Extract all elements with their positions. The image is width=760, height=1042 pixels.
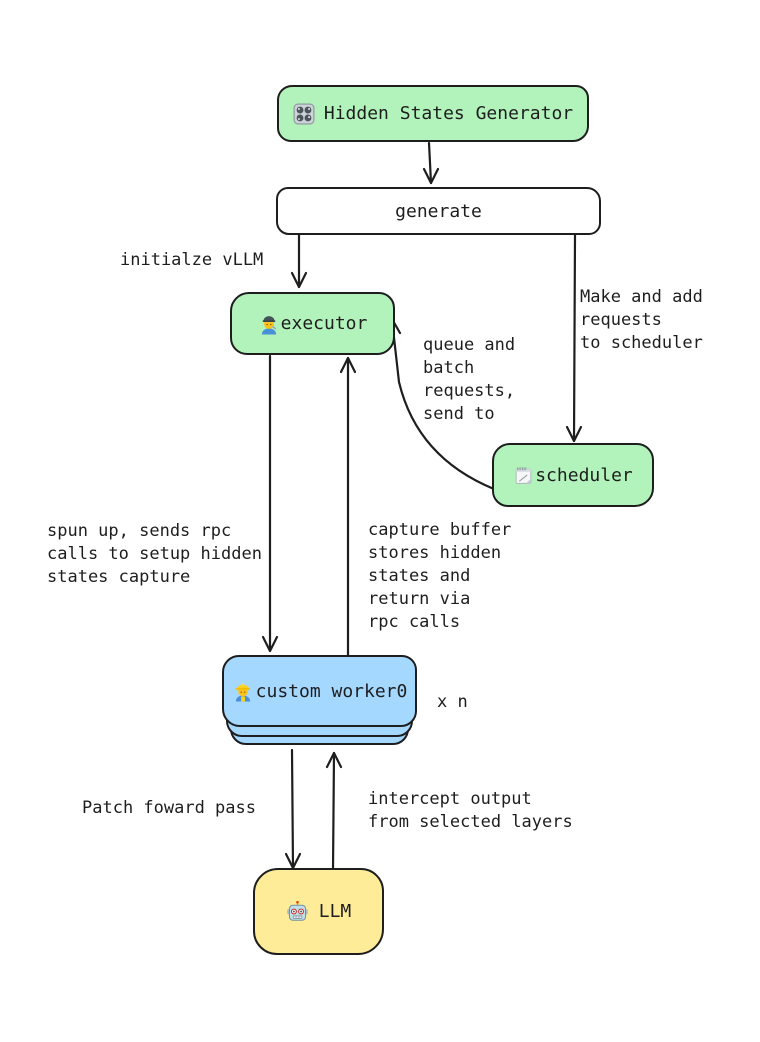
control-knobs-icon (293, 103, 315, 125)
spiral-notepad-icon (513, 465, 534, 486)
annotation-capture-buffer: capture buffer stores hidden states and … (368, 520, 512, 632)
annotation-patch-forward-pass: Patch foward pass (82, 798, 256, 818)
node-llm: LLM (253, 868, 384, 955)
node-label: generate (395, 200, 482, 222)
annotation-initialize-vllm: initialze vLLM (120, 250, 264, 270)
arrow-generate-to-scheduler (565, 233, 583, 443)
annotation-spun-up-rpc: spun up, sends rpc calls to setup hidden… (47, 521, 262, 587)
arrow-generate-to-executor (290, 233, 308, 289)
node-custom-worker: custom worker0 (222, 655, 417, 727)
node-label: custom worker0 (255, 680, 408, 702)
arrow-executor-to-worker (261, 354, 279, 653)
node-label: LLM (318, 901, 352, 922)
annotation-make-and-add-requests: Make and add requests to scheduler (580, 287, 703, 353)
node-generate: generate (276, 187, 601, 235)
arrow-worker-to-llm (284, 748, 302, 870)
node-label: executor (280, 313, 368, 334)
annotation-queue-and-batch: queue and batch requests, send to (423, 335, 516, 424)
robot-icon (286, 900, 309, 923)
node-executor: executor (230, 292, 395, 355)
arrow-generator-to-generate (422, 141, 440, 185)
annotation-worker-multiplier: x n (437, 692, 468, 712)
node-label: scheduler (535, 464, 633, 486)
construction-worker-icon (232, 680, 254, 702)
arrow-worker-to-executor (339, 356, 357, 657)
node-label: Hidden States Generator (323, 103, 574, 124)
arrow-llm-to-worker (325, 751, 343, 873)
annotation-intercept-output: intercept output from selected layers (368, 789, 573, 832)
man-mechanic-icon (258, 313, 280, 335)
node-scheduler: scheduler (492, 443, 654, 507)
node-hidden-states-generator: Hidden States Generator (277, 85, 589, 142)
